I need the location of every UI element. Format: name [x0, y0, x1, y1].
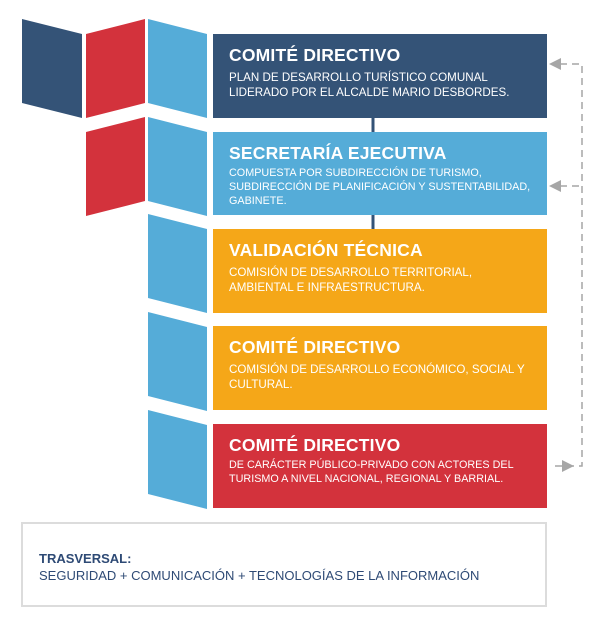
light-blue-block [148, 117, 207, 216]
light-blue-block [148, 214, 207, 313]
box-text: COMISIÓN DE DESARROLLO ECONÓMICO, SOCIAL… [229, 363, 525, 391]
light-blue-block [148, 19, 207, 118]
red-block [86, 117, 145, 216]
red-block [86, 19, 145, 118]
box-validacion-tecnica: VALIDACIÓN TÉCNICA COMISIÓN DE DESARROLL… [213, 229, 547, 313]
arrow-left-icon [549, 58, 561, 70]
box-title: COMITÉ DIRECTIVO [229, 337, 401, 357]
box-title: VALIDACIÓN TÉCNICA [229, 240, 423, 260]
box-comite-directivo-publico-privado: COMITÉ DIRECTIVO DE CARÁCTER PÚBLICO-PRI… [213, 424, 547, 508]
box-title: COMITÉ DIRECTIVO [229, 45, 401, 65]
box-text: COMPUESTA POR SUBDIRECCIÓN DE TURISMO, S… [229, 167, 531, 207]
light-blue-block [148, 312, 207, 411]
light-blue-block [148, 410, 207, 509]
box-text: DE CARÁCTER PÚBLICO-PRIVADO CON ACTORES … [229, 459, 514, 485]
box-text: PLAN DE DESARROLLO TURÍSTICO COMUNAL LID… [229, 71, 510, 99]
transversal-box: TRASVERSAL: SEGURIDAD + COMUNICACIÓN + T… [21, 522, 547, 607]
box-text: COMISIÓN DE DESARROLLO TERRITORIAL, AMBI… [229, 266, 473, 294]
dashed-feedback-line [550, 63, 583, 467]
arrow-right-icon [562, 460, 574, 472]
box-comite-directivo: COMITÉ DIRECTIVO PLAN DE DESARROLLO TURÍ… [213, 34, 547, 118]
box-title: SECRETARÍA EJECUTIVA [229, 143, 447, 163]
transversal-title: TRASVERSAL: [39, 551, 132, 566]
box-comite-directivo-economico: COMITÉ DIRECTIVO COMISIÓN DE DESARROLLO … [213, 326, 547, 410]
box-title: COMITÉ DIRECTIVO [229, 435, 401, 455]
dark-blue-block [22, 19, 82, 118]
box-secretaria-ejecutiva: SECRETARÍA EJECUTIVA COMPUESTA POR SUBDI… [213, 132, 547, 215]
transversal-text: SEGURIDAD + COMUNICACIÓN + TECNOLOGÍAS D… [39, 568, 480, 583]
arrow-left-icon [549, 180, 561, 192]
